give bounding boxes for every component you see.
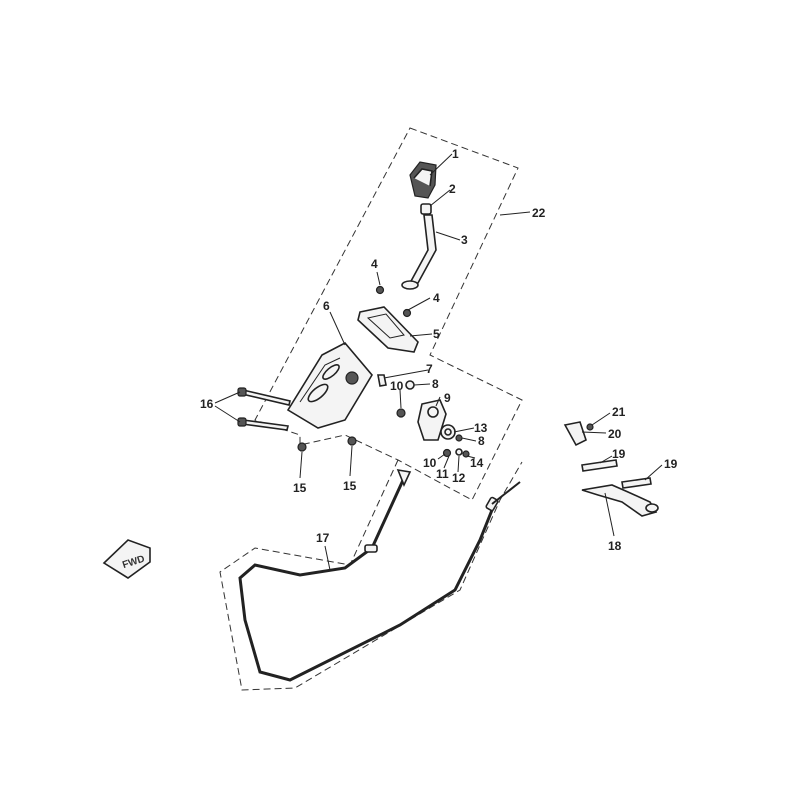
shifter-housing	[286, 341, 373, 429]
nut-right	[402, 308, 412, 318]
label-6: 6	[323, 299, 330, 313]
shift-cable	[238, 468, 521, 682]
label-7: 7	[426, 362, 433, 376]
leader-lines	[214, 153, 663, 571]
cover-plate	[357, 306, 419, 353]
label-16: 16	[200, 397, 214, 411]
part-labels: 1 2 3 4 4 5 6 7 8 8 9 10 10 11 12 13 14 …	[200, 147, 678, 553]
label-13: 13	[474, 421, 488, 435]
label-19b: 19	[664, 457, 678, 471]
label-2: 2	[449, 182, 456, 196]
label-8b: 8	[478, 434, 485, 448]
label-15b: 15	[343, 479, 357, 493]
cable-outline	[219, 459, 523, 691]
label-14: 14	[470, 456, 484, 470]
shift-arm	[581, 484, 658, 517]
housing-bolts	[237, 387, 291, 431]
label-20: 20	[608, 427, 622, 441]
linkage-hardware	[377, 374, 470, 458]
label-4b: 4	[433, 291, 440, 305]
label-5: 5	[433, 327, 440, 341]
nut-upper	[375, 285, 385, 295]
label-10b: 10	[423, 456, 437, 470]
shift-lever	[408, 214, 437, 284]
nut-lower-left	[297, 442, 307, 452]
label-15a: 15	[293, 481, 307, 495]
label-17: 17	[316, 531, 330, 545]
label-11: 11	[436, 467, 449, 481]
shift-arm-assembly	[563, 421, 659, 517]
label-4a: 4	[371, 257, 378, 271]
fwd-arrow-icon: FWD	[102, 539, 151, 579]
label-1: 1	[452, 147, 459, 161]
shift-knob	[409, 161, 437, 199]
label-8a: 8	[432, 377, 439, 391]
label-9: 9	[444, 391, 451, 405]
shift-lever-tip	[401, 280, 419, 290]
label-3: 3	[461, 233, 468, 247]
lock-nut	[420, 203, 432, 215]
label-10a: 10	[390, 379, 404, 393]
label-19a: 19	[612, 447, 626, 461]
label-12: 12	[452, 471, 466, 485]
nut-lower-right	[347, 436, 357, 446]
label-21: 21	[612, 405, 626, 419]
label-22: 22	[532, 206, 546, 220]
label-18: 18	[608, 539, 622, 553]
